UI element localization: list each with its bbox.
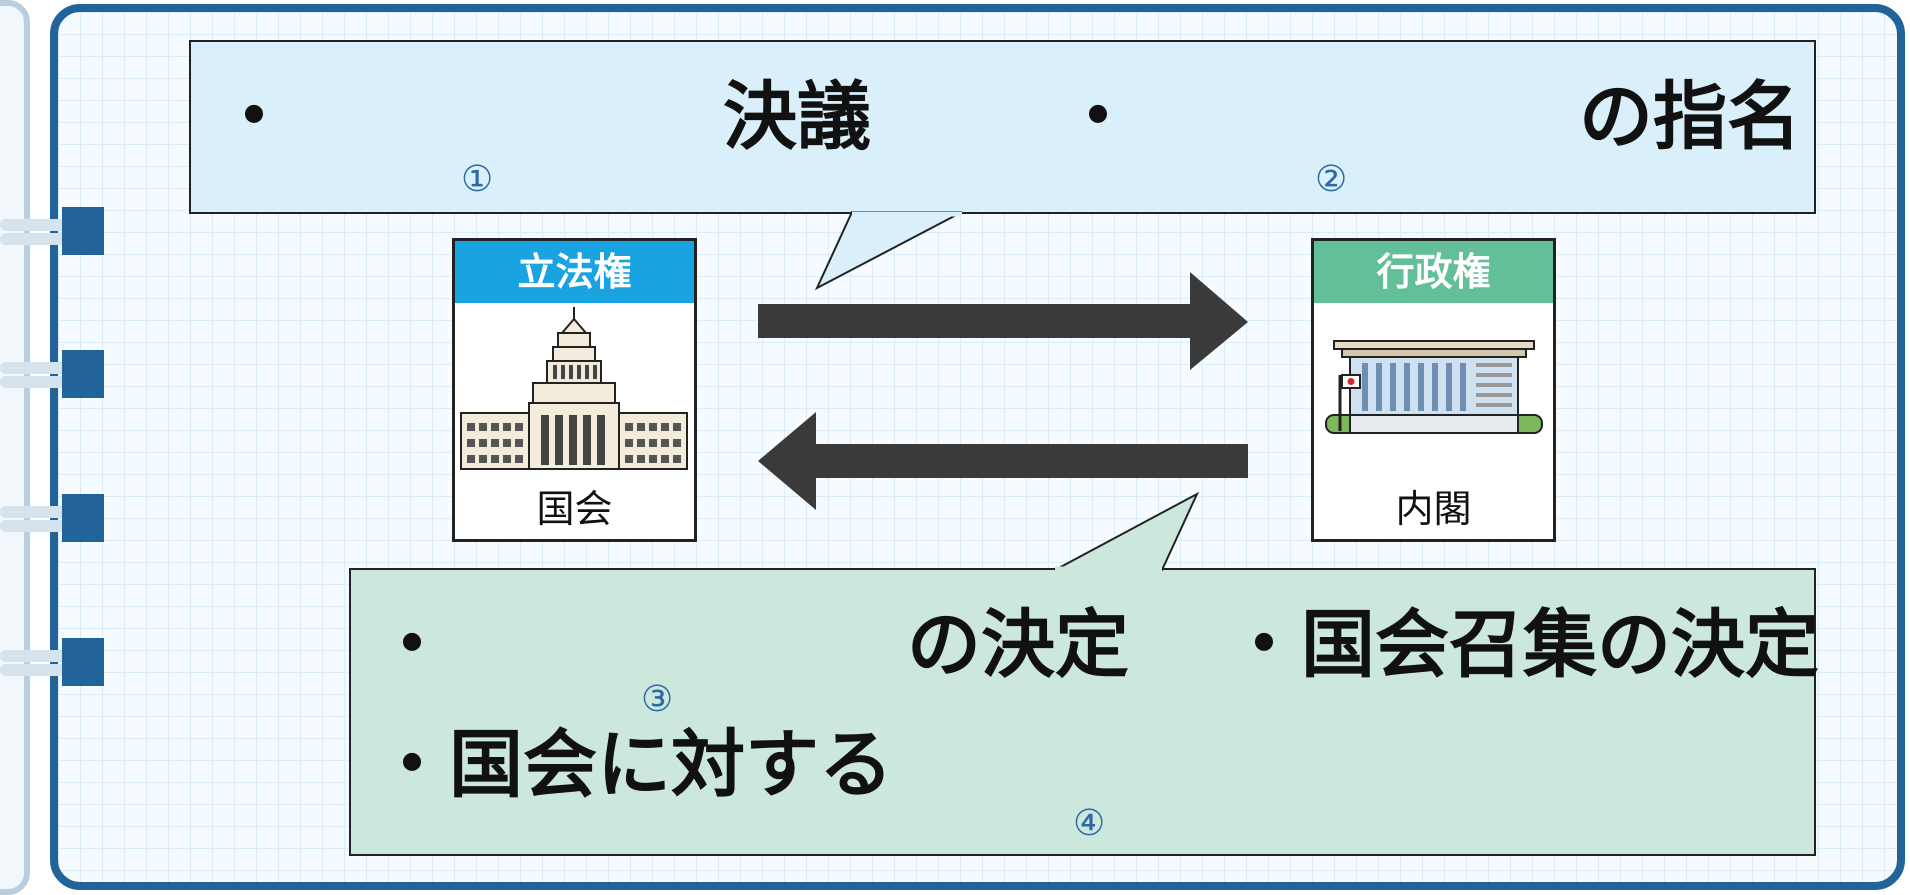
bullet: ・ xyxy=(375,602,449,688)
top-callout: ・ 決議 ・ の指名 ① ② xyxy=(189,40,1816,214)
convocation-text: 国会召集の決定 xyxy=(1301,602,1819,688)
bullet: ・ xyxy=(217,74,291,160)
resolution-text: 決議 xyxy=(723,74,871,160)
bottom-callout: ・ の決定 ・国会召集の決定 ③ ・国会に対する ④ xyxy=(349,568,1819,856)
legislative-header: 立法権 xyxy=(455,241,694,303)
callout-line: の決定 xyxy=(907,608,1129,682)
executive-header: 行政権 xyxy=(1314,241,1553,303)
executive-caption: 内閣 xyxy=(1395,487,1472,531)
blank-number-2: ② xyxy=(1315,159,1348,200)
bullet: ・ xyxy=(1061,74,1135,160)
bullet: ・ xyxy=(375,722,449,808)
callout-line: ・ xyxy=(217,80,291,154)
blank-number-1: ① xyxy=(461,159,494,200)
notebook-back-page xyxy=(0,0,30,895)
legislative-caption: 国会 xyxy=(536,487,613,531)
executive-card: 行政権 内閣 xyxy=(1311,238,1556,542)
callout-line: ・国会召集の決定 xyxy=(1227,608,1819,682)
diet-building-icon xyxy=(460,307,688,470)
callout-line: ・国会に対する xyxy=(375,728,893,802)
binder-ring xyxy=(0,494,104,542)
top-callout-tail xyxy=(814,211,963,291)
callout-line: の指名 xyxy=(1579,80,1801,154)
legislative-card: 立法権 xyxy=(452,238,697,542)
binder-ring xyxy=(0,350,104,398)
blank-number-4: ④ xyxy=(1073,803,1106,844)
bullet: ・ xyxy=(1227,602,1301,688)
relation-arrows xyxy=(758,272,1248,510)
blank-number-3: ③ xyxy=(641,679,674,720)
callout-line: ・ xyxy=(1061,80,1135,154)
arrow-left xyxy=(758,412,1248,510)
callout-line: 決議 xyxy=(723,80,871,154)
arrow-right xyxy=(758,272,1248,370)
nomination-text: の指名 xyxy=(1579,74,1801,160)
binder-ring xyxy=(0,207,104,255)
toward-diet-text: 国会に対する xyxy=(449,722,893,808)
binder-ring xyxy=(0,638,104,686)
bottom-callout-tail xyxy=(1054,491,1200,572)
callout-line: ・ xyxy=(375,608,449,682)
cabinet-office-icon xyxy=(1325,340,1543,434)
decision-text: の決定 xyxy=(907,602,1129,688)
